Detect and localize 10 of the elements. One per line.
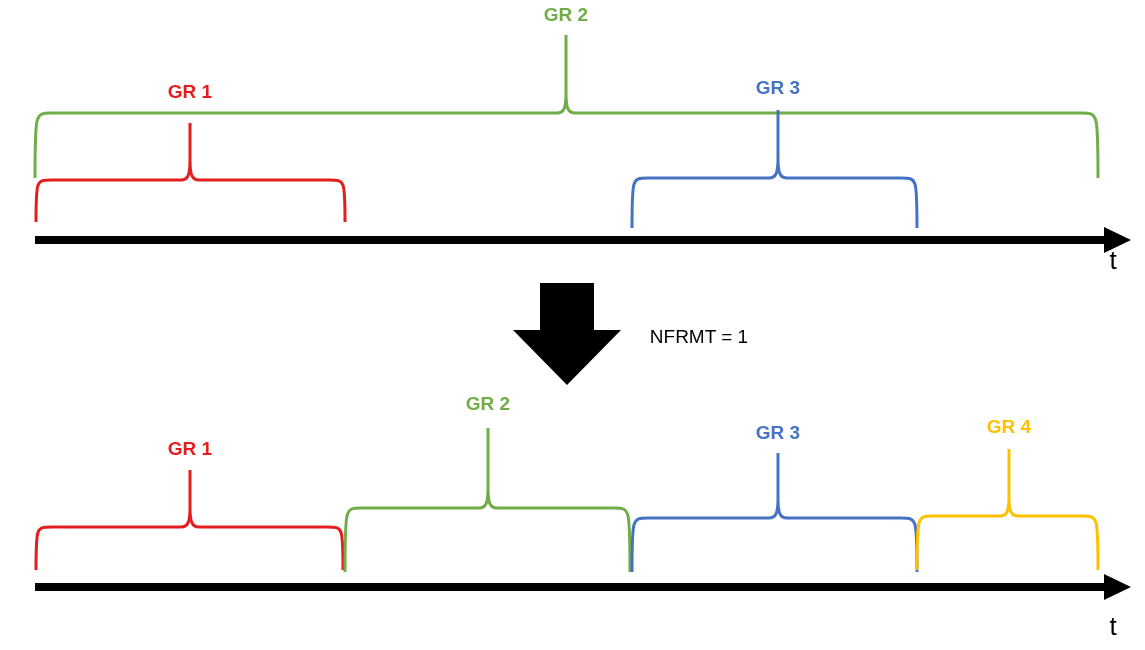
group-label: GR 2 — [543, 4, 589, 26]
group-label: GR 3 — [755, 422, 801, 444]
axis-label: t — [1109, 610, 1117, 642]
axis-label: t — [1109, 244, 1117, 276]
group-label: GR 1 — [167, 81, 213, 103]
group-label: GR 1 — [167, 438, 213, 460]
group-label: GR 3 — [755, 77, 801, 99]
group-label: GR 2 — [465, 393, 511, 415]
annotation-text: NFRMT = 1 — [649, 326, 749, 348]
group-label: GR 4 — [986, 416, 1032, 438]
